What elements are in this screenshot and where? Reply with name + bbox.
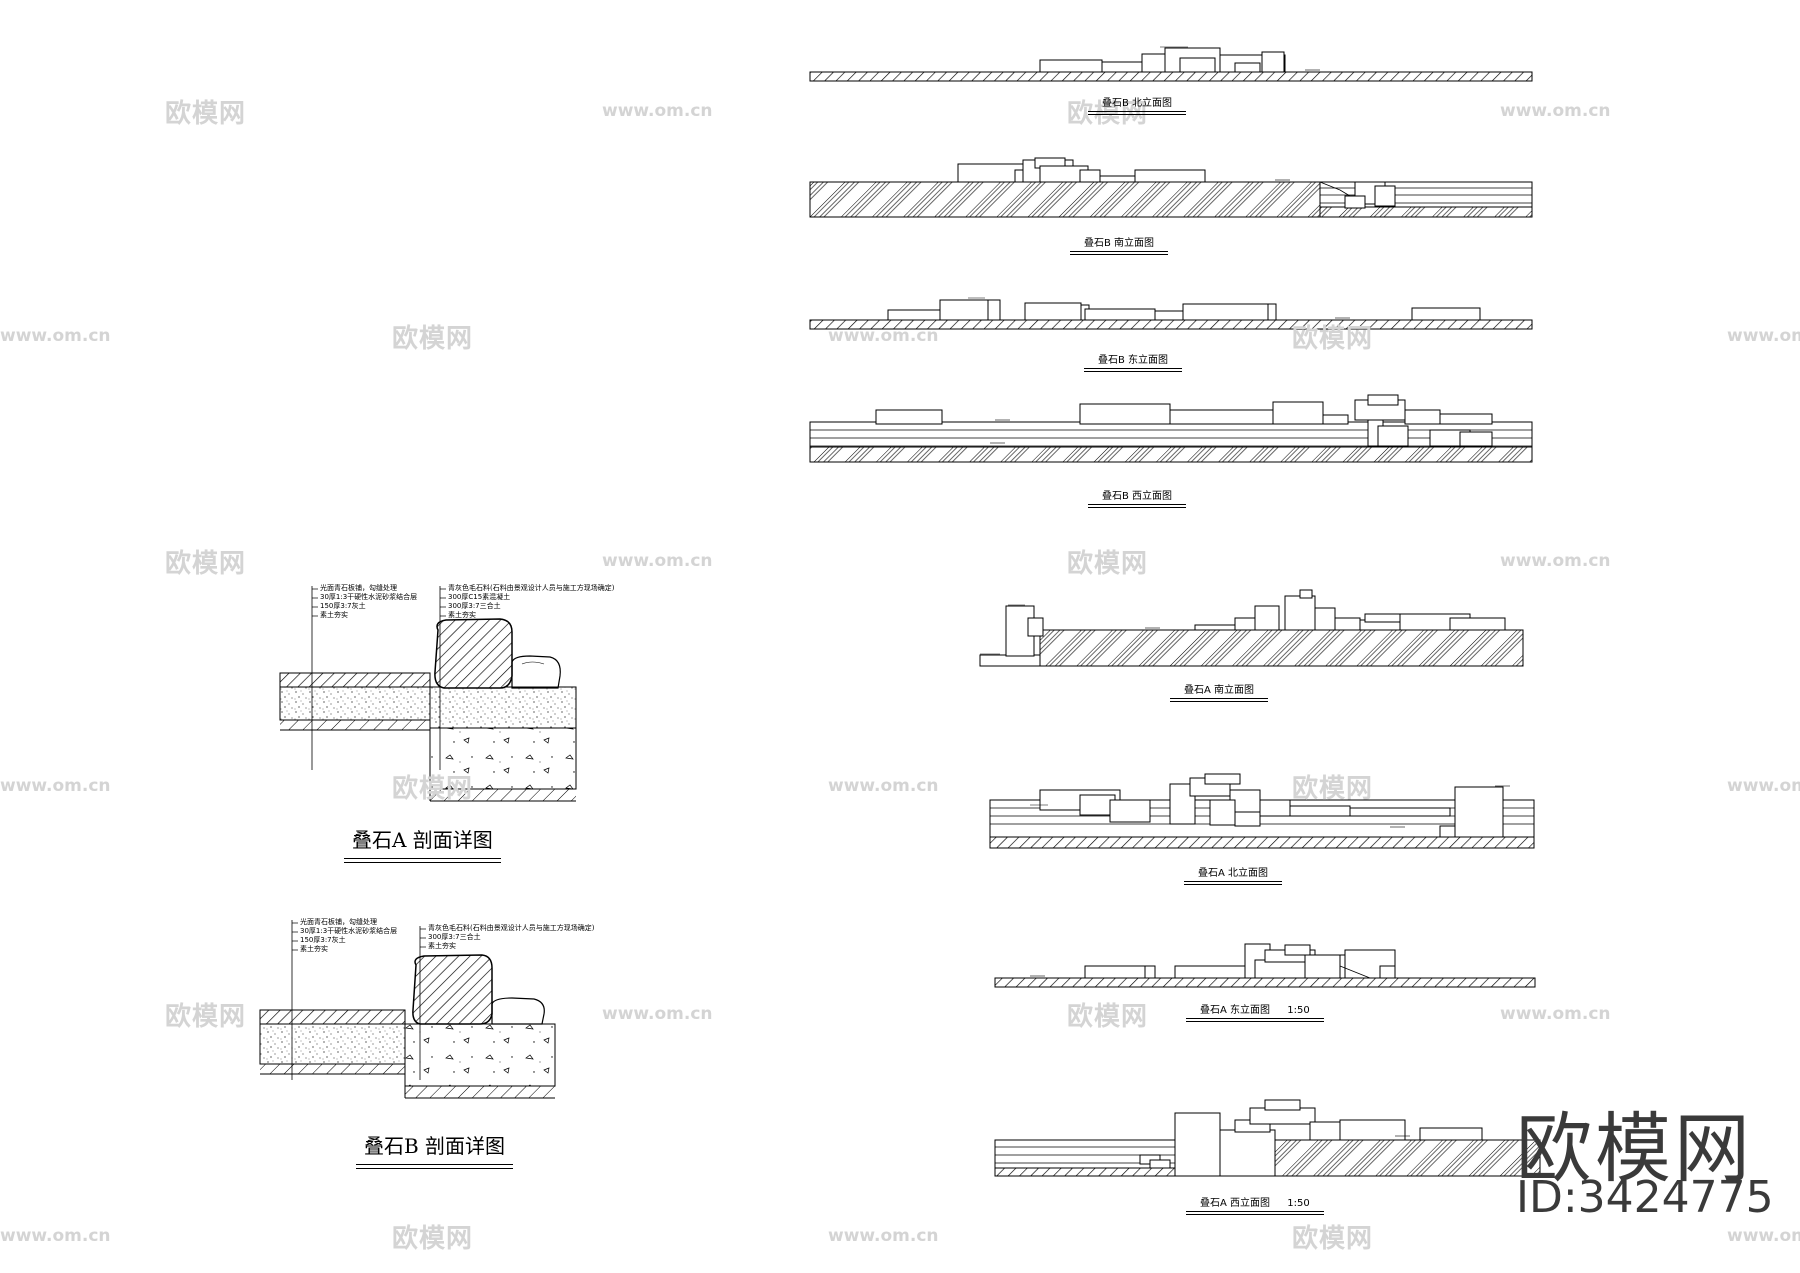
elevation-a-north-title: 叠石A 北立面图 — [1184, 864, 1283, 885]
title-text: 叠石B 东立面图 — [1098, 355, 1169, 366]
brand-logo: 欧模网 — [1516, 1104, 1753, 1193]
elevation-b-west — [809, 394, 1533, 463]
brand-id: ID:3424775 — [1516, 1172, 1774, 1223]
title-text: 叠石A 东立面图 — [1200, 1005, 1271, 1016]
elevation-a-south-title: 叠石A 南立面图 — [1170, 681, 1269, 702]
title-text: 叠石A 北立面图 — [1198, 868, 1269, 879]
title-text: 叠石A 南立面图 — [1184, 685, 1255, 696]
section-b-title-text: 叠石B 剖面详图 — [364, 1134, 506, 1158]
elevation-b-south-title: 叠石B 南立面图 — [1070, 234, 1169, 255]
section-b-title: 叠石B 剖面详图 — [356, 1130, 514, 1169]
scale-text: 1:50 — [1287, 1005, 1310, 1016]
elevation-a-south — [979, 589, 1524, 667]
elevation-b-west-title: 叠石B 西立面图 — [1088, 487, 1187, 508]
note: 150厚3:7灰土 — [300, 936, 346, 944]
elevation-b-north — [809, 46, 1533, 82]
elevation-a-north — [989, 773, 1535, 849]
note: 青灰色毛石料(石料由景观设计人员与施工方现场确定) — [428, 924, 595, 932]
note: 光面青石板铺，勾缝处理 — [300, 918, 377, 926]
note: 素土夯实 — [300, 945, 328, 953]
note: 300厚3:7三合土 — [428, 933, 481, 941]
title-text: 叠石A 西立面图 — [1200, 1198, 1271, 1209]
section-a-title-text: 叠石A 剖面详图 — [352, 828, 493, 852]
section-a-title: 叠石A 剖面详图 — [344, 824, 501, 863]
note: 300厚C15素混凝土 — [448, 593, 511, 601]
elevation-a-east — [994, 943, 1536, 988]
title-text: 叠石B 西立面图 — [1102, 491, 1173, 502]
scale-text: 1:50 — [1287, 1198, 1310, 1209]
elevation-b-south — [809, 157, 1533, 218]
elevation-b-east-title: 叠石B 东立面图 — [1084, 351, 1183, 372]
elevation-a-west-title: 叠石A 西立面图 1:50 — [1186, 1194, 1324, 1215]
section-a-drawing — [279, 586, 577, 802]
title-text: 叠石B 南立面图 — [1084, 238, 1155, 249]
note: 300厚3:7三合土 — [448, 602, 501, 610]
title-text: 叠石B 北立面图 — [1102, 98, 1173, 109]
note: 素土夯实 — [448, 611, 476, 619]
elevation-b-north-title: 叠石B 北立面图 — [1088, 94, 1187, 115]
note: 素土夯实 — [320, 611, 348, 619]
note: 光面青石板铺，勾缝处理 — [320, 584, 397, 592]
elevation-a-west — [994, 1099, 1541, 1177]
note: 青灰色毛石料(石料由景观设计人员与施工方现场确定) — [448, 584, 615, 592]
elevation-b-east — [809, 297, 1533, 330]
note: 30厚1:3干硬性水泥砂浆结合层 — [300, 927, 398, 935]
note: 150厚3:7灰土 — [320, 602, 366, 610]
section-b-drawing — [259, 920, 556, 1099]
note: 30厚1:3干硬性水泥砂浆结合层 — [320, 593, 418, 601]
elevation-a-east-title: 叠石A 东立面图 1:50 — [1186, 1001, 1324, 1022]
note: 素土夯实 — [428, 942, 456, 950]
